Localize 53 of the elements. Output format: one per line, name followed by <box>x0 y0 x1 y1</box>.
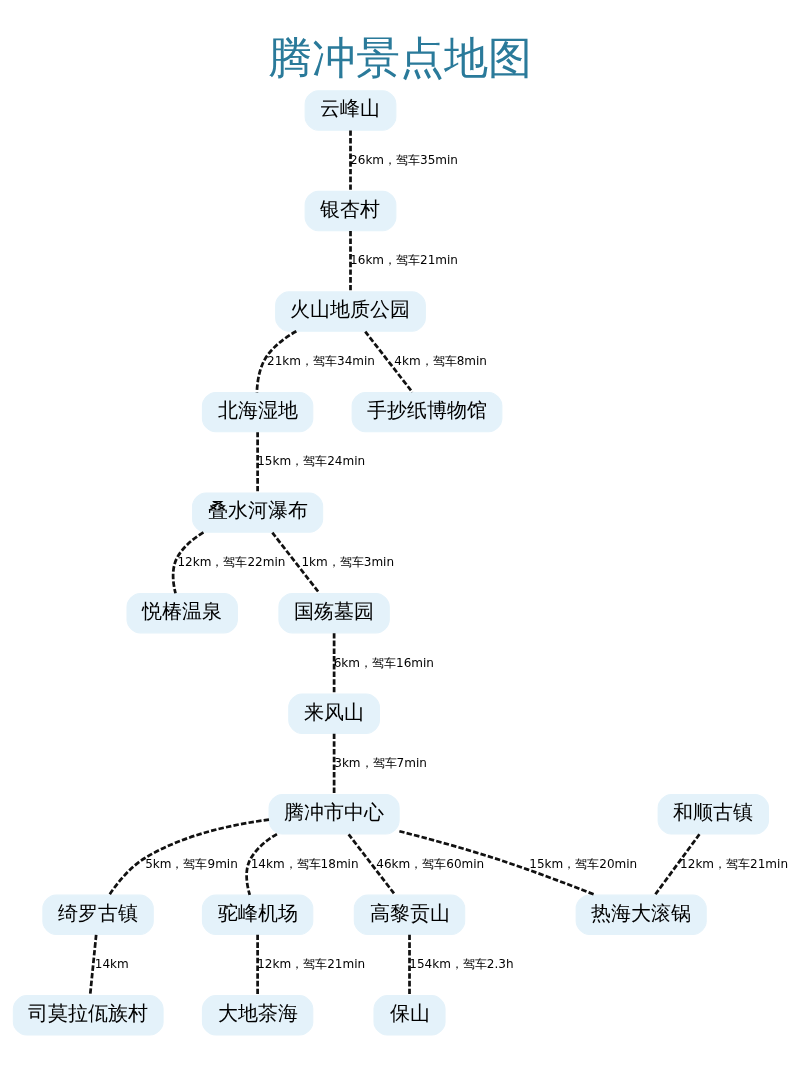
connector <box>347 833 396 896</box>
node-box: 绮罗古镇 <box>41 894 154 935</box>
node-box: 云峰山 <box>304 89 396 131</box>
node-box: 手抄纸博物馆 <box>351 391 502 432</box>
edge-label: 154km，驾车2.3h <box>408 956 514 971</box>
connector <box>398 829 596 896</box>
connector <box>255 431 259 493</box>
edge-label: 26km，驾车35min <box>349 152 458 167</box>
connector <box>107 817 269 896</box>
node-box: 火山地质公园 <box>274 290 426 332</box>
node-box: 国殇墓园 <box>277 592 390 633</box>
edge-label: 15km，驾车20min <box>528 856 637 871</box>
edge-label: 46km，驾车60min <box>375 856 484 871</box>
edge-label: 21km，驾车34min <box>266 353 375 368</box>
edge-label: 14km，驾车18min <box>250 856 359 871</box>
connector <box>653 833 700 896</box>
diagram-title: 腾冲景点地图 <box>268 31 532 83</box>
node-box: 来风山 <box>287 693 380 734</box>
edge-label: 12km，驾车22min <box>176 554 285 569</box>
edge-label: 15km，驾车24min <box>256 453 365 468</box>
edge-label: 5km，驾车9min <box>144 856 238 871</box>
edge-label: 16km，驾车21min <box>349 252 458 267</box>
edge-label: 4km，驾车8min <box>393 353 487 368</box>
node-box: 银杏村 <box>304 190 396 231</box>
connector <box>255 934 259 995</box>
edge-label: 14km <box>94 956 129 971</box>
node-box: 热海大滚锅 <box>575 894 707 935</box>
connector <box>171 530 204 594</box>
connector <box>348 230 352 292</box>
node-box: 驼峰机场 <box>201 894 313 935</box>
edge-label: 1km，驾车3min <box>300 554 394 569</box>
node-box: 和顺古镇 <box>657 793 769 834</box>
connector <box>88 934 97 995</box>
edge-label: 6km，驾车16min <box>333 655 434 670</box>
node-box: 高黎贡山 <box>353 894 465 935</box>
node-box: 大地茶海 <box>201 994 313 1036</box>
connector <box>332 733 335 794</box>
connector <box>363 330 413 393</box>
node-box: 保山 <box>372 994 446 1036</box>
connector <box>407 934 411 995</box>
edge-label: 12km，驾车21min <box>679 856 788 871</box>
node-box: 腾冲市中心 <box>268 793 400 834</box>
node-box: 悦椿温泉 <box>125 592 238 633</box>
node-box: 叠水河瀑布 <box>191 491 323 533</box>
edge-label: 12km，驾车21min <box>256 956 365 971</box>
connector <box>332 632 335 694</box>
node-box: 司莫拉佤族村 <box>12 994 164 1036</box>
connector <box>255 329 297 392</box>
node-box: 北海湿地 <box>201 391 313 432</box>
connector <box>348 130 352 191</box>
edge-label: 3km，驾车7min <box>333 755 427 770</box>
connector <box>244 832 278 895</box>
connector <box>270 531 320 594</box>
